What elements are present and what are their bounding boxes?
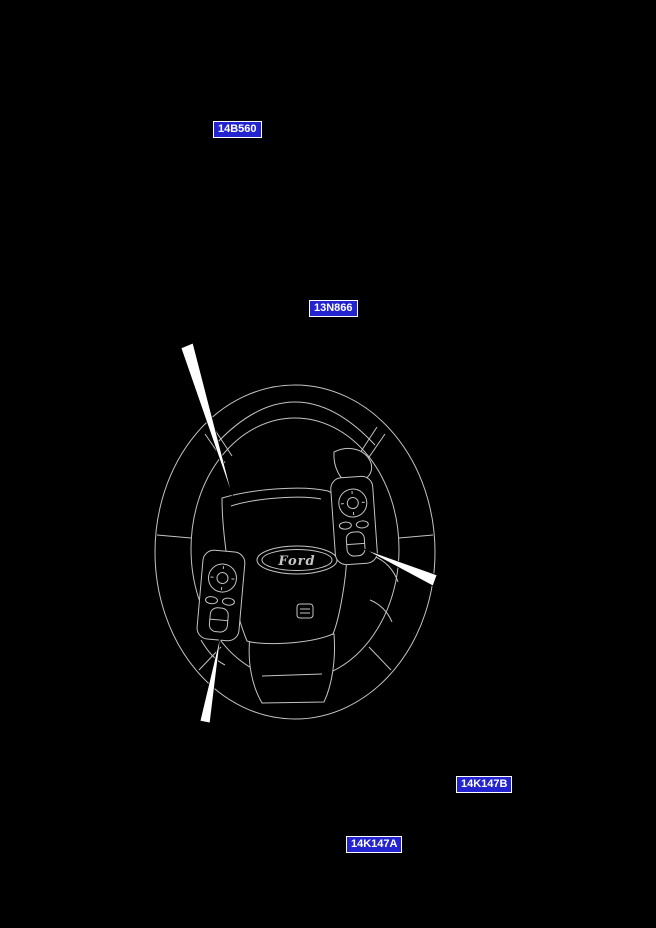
right-5way-control-ring xyxy=(338,488,368,518)
left-5way-tick-marks xyxy=(210,566,235,591)
right-5way-tick-marks xyxy=(340,491,365,516)
rim-section-line-left xyxy=(156,534,192,539)
rim-section-line-right xyxy=(398,534,434,539)
part-label-13N866[interactable]: 13N866 xyxy=(309,300,358,317)
part-label-14K147A[interactable]: 14K147A xyxy=(346,836,403,853)
part-label-14K147B[interactable]: 14K147B xyxy=(456,776,513,793)
callout-arrow-top-left xyxy=(180,342,234,499)
rim-profile-line xyxy=(214,401,376,446)
shift-paddle-icon xyxy=(333,448,373,484)
left-5way-control-ring xyxy=(207,563,237,593)
left-pod-button-a xyxy=(205,596,218,605)
left-spoke-connector xyxy=(200,639,226,666)
part-label-14B560[interactable]: 14B560 xyxy=(213,121,262,138)
rim-section-line-lower-right xyxy=(368,646,392,671)
callout-arrow-right xyxy=(363,548,438,587)
right-pod-rocker-divider xyxy=(346,542,365,546)
brand-badge-text: Ford xyxy=(277,554,315,569)
brand-badge-inner-oval xyxy=(261,549,333,571)
left-5way-control-center xyxy=(216,572,229,585)
lower-spoke-detail-line xyxy=(261,673,323,677)
right-switch-pod xyxy=(330,475,378,566)
left-switch-pod-outline xyxy=(196,549,246,642)
left-pod-rocker-divider xyxy=(209,618,228,622)
right-pod-button-a xyxy=(338,521,352,530)
right-pod-button-b xyxy=(355,520,369,529)
airbag-emblem-marks xyxy=(300,608,310,614)
left-pod-button-b xyxy=(221,597,235,606)
lower-spoke xyxy=(248,633,335,704)
right-5way-control-center xyxy=(346,497,359,510)
left-switch-pod xyxy=(196,549,246,642)
callout-arrow-bottom xyxy=(199,632,222,724)
steering-wheel: Ford xyxy=(154,384,436,720)
brand-badge: Ford xyxy=(256,545,338,575)
airbag-emblem xyxy=(296,603,314,619)
airbag-cover-contour xyxy=(230,496,322,507)
airbag-emblem-outline xyxy=(296,603,314,619)
callout-arrows xyxy=(180,342,438,724)
